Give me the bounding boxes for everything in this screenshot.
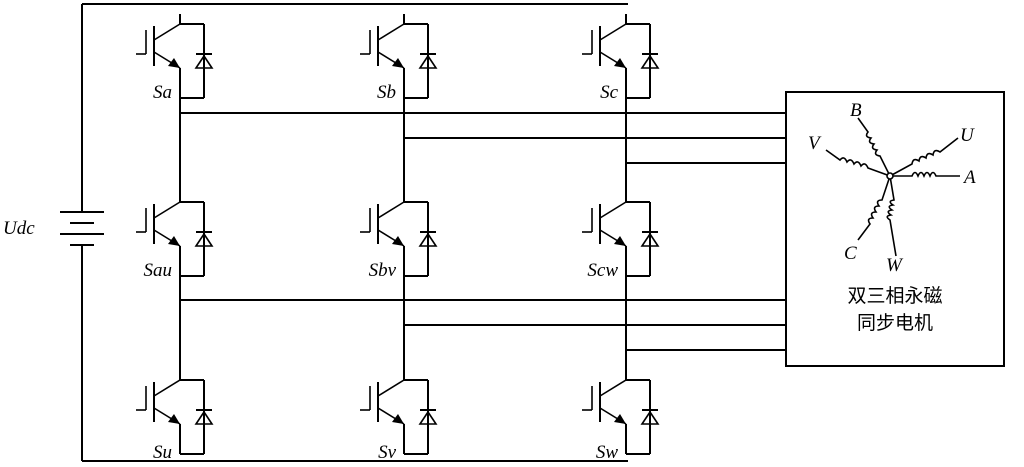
- switch-scw: Scw: [581, 191, 659, 281]
- igbt-symbol: [581, 13, 659, 99]
- switch-label-sau: Sau: [144, 260, 173, 281]
- winding-label-a: A: [962, 167, 976, 188]
- switch-sv: Sv: [359, 369, 437, 463]
- switch-label-sbv: Sbv: [369, 260, 397, 281]
- motor-name-line2: 同步电机: [857, 312, 933, 334]
- igbt-symbol: [359, 13, 437, 99]
- igbt-symbol: [135, 13, 213, 99]
- switch-sau: Sau: [135, 191, 213, 281]
- switch-sb: Sb: [359, 13, 437, 103]
- dc-source: Udc: [3, 211, 104, 246]
- motor-name-line1: 双三相永磁: [847, 285, 942, 307]
- switch-label-scw: Scw: [587, 260, 618, 281]
- winding-label-v: V: [808, 133, 822, 154]
- igbt-symbol: [581, 369, 659, 455]
- dc-bus: [81, 3, 628, 462]
- switch-label-sv: Sv: [378, 442, 397, 463]
- switch-label-sw: Sw: [596, 442, 619, 463]
- winding-label-u: U: [960, 125, 975, 146]
- phase-lines: [180, 112, 786, 351]
- source-label: Udc: [3, 218, 35, 239]
- motor: A B C U V W 双三相永磁 同步电机: [785, 91, 1005, 367]
- switch-su: Su: [135, 369, 213, 463]
- winding-star: [825, 117, 960, 257]
- switch-sbv: Sbv: [359, 191, 437, 281]
- switch-label-su: Su: [153, 442, 172, 463]
- winding-label-c: C: [844, 243, 857, 264]
- switch-sw: Sw: [581, 369, 659, 463]
- igbt-symbol: [359, 369, 437, 455]
- switch-sc: Sc: [581, 13, 659, 103]
- motor-box: [785, 91, 1005, 367]
- winding-label-b: B: [850, 100, 862, 121]
- winding-label-w: W: [886, 255, 904, 276]
- leg-links: [179, 98, 627, 372]
- switch-label-sb: Sb: [377, 82, 396, 103]
- igbt-symbol: [135, 369, 213, 455]
- switch-sa: Sa: [135, 13, 213, 103]
- switch-label-sa: Sa: [153, 82, 172, 103]
- switch-label-sc: Sc: [600, 82, 619, 103]
